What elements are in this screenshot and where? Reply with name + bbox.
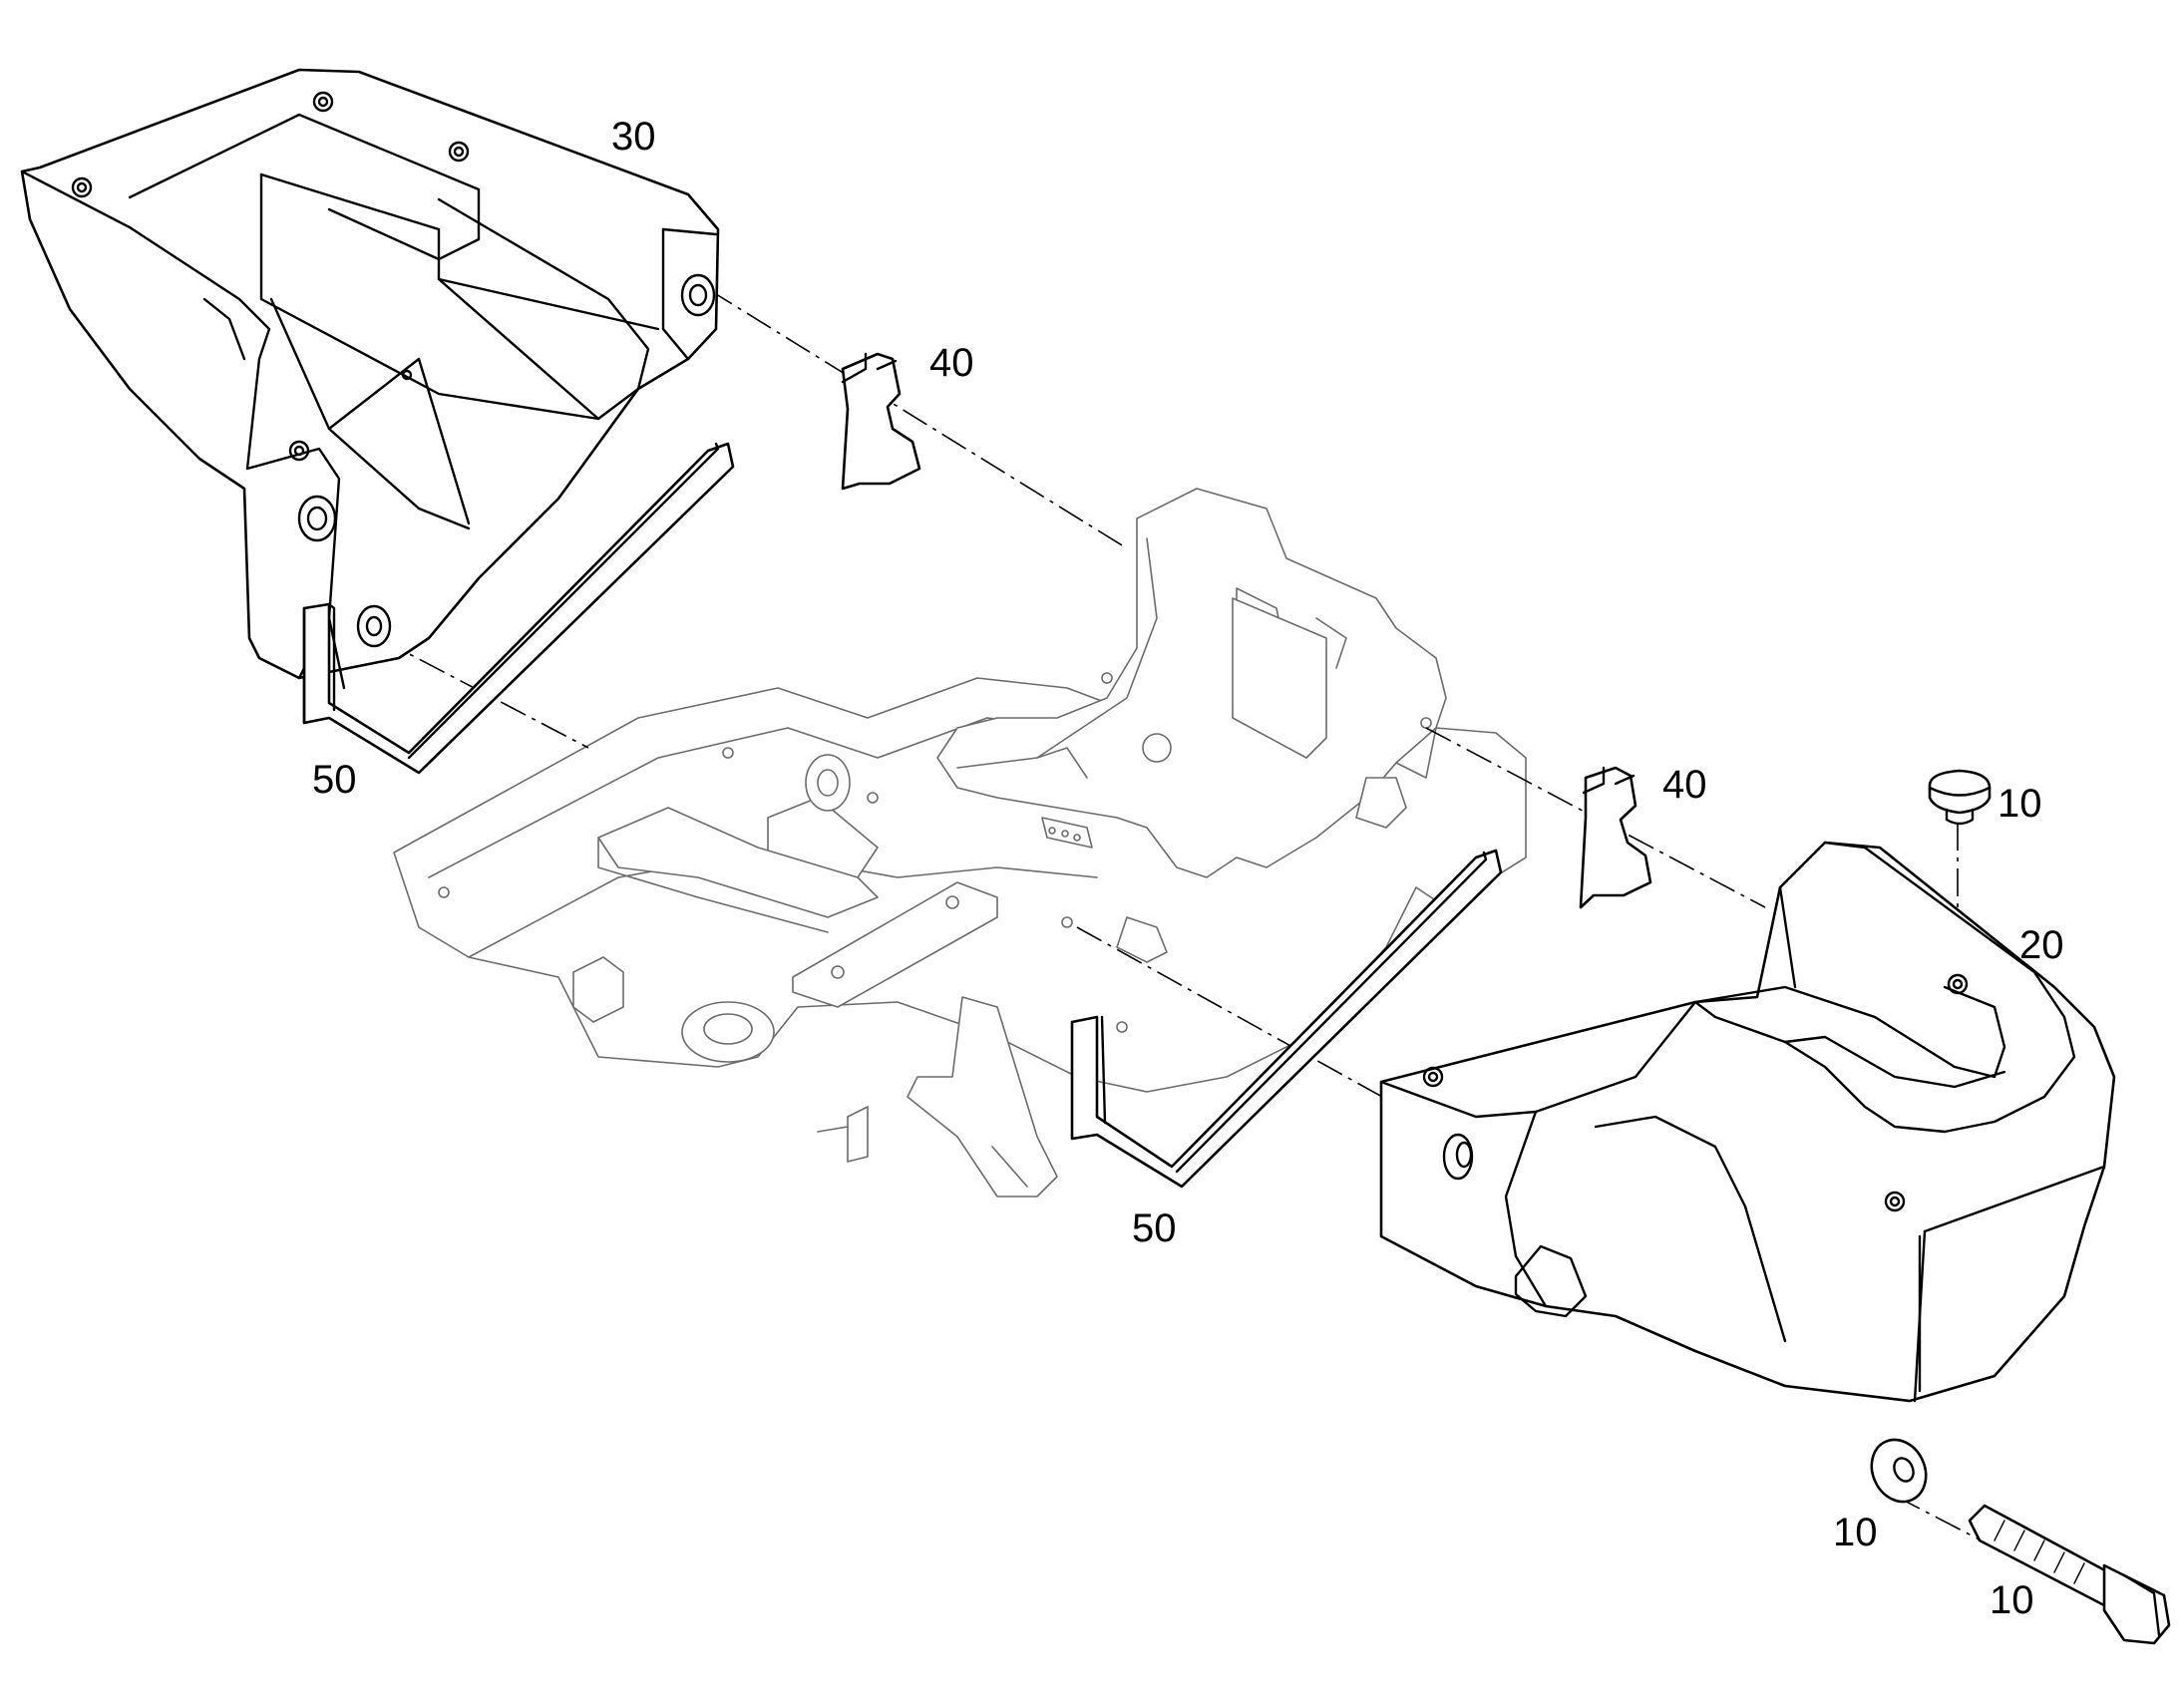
spacer-right: [1070, 849, 1503, 1189]
callout-50-left-label: 50: [312, 758, 357, 802]
callout-labels: 30 40 50 40 10 20 50 10 10: [312, 115, 2064, 1622]
callout-10-cap-label: 10: [1998, 782, 2042, 826]
callout-10-washer-label: 10: [1833, 1511, 1878, 1554]
washer: [1870, 1438, 1928, 1504]
bracket-upper: [841, 352, 921, 491]
callout-40-upper-label: 40: [929, 341, 974, 385]
bracket-lower: [1579, 766, 1652, 909]
callout-30-label: 30: [611, 115, 656, 159]
cap-plug: [1928, 769, 1992, 826]
spacer-left: [302, 442, 735, 775]
callout-50-right-label: 50: [1132, 1206, 1177, 1250]
callout-10-bolt-label: 10: [1990, 1578, 2034, 1622]
callout-40-lower-label: 40: [1662, 763, 1707, 807]
counterweight-left: [20, 68, 720, 690]
callout-20-label: 20: [2019, 923, 2064, 967]
counterweight-right: [1379, 841, 2116, 1403]
hex-bolt: [1968, 1504, 2171, 1645]
machine-frame: [393, 488, 1527, 1197]
